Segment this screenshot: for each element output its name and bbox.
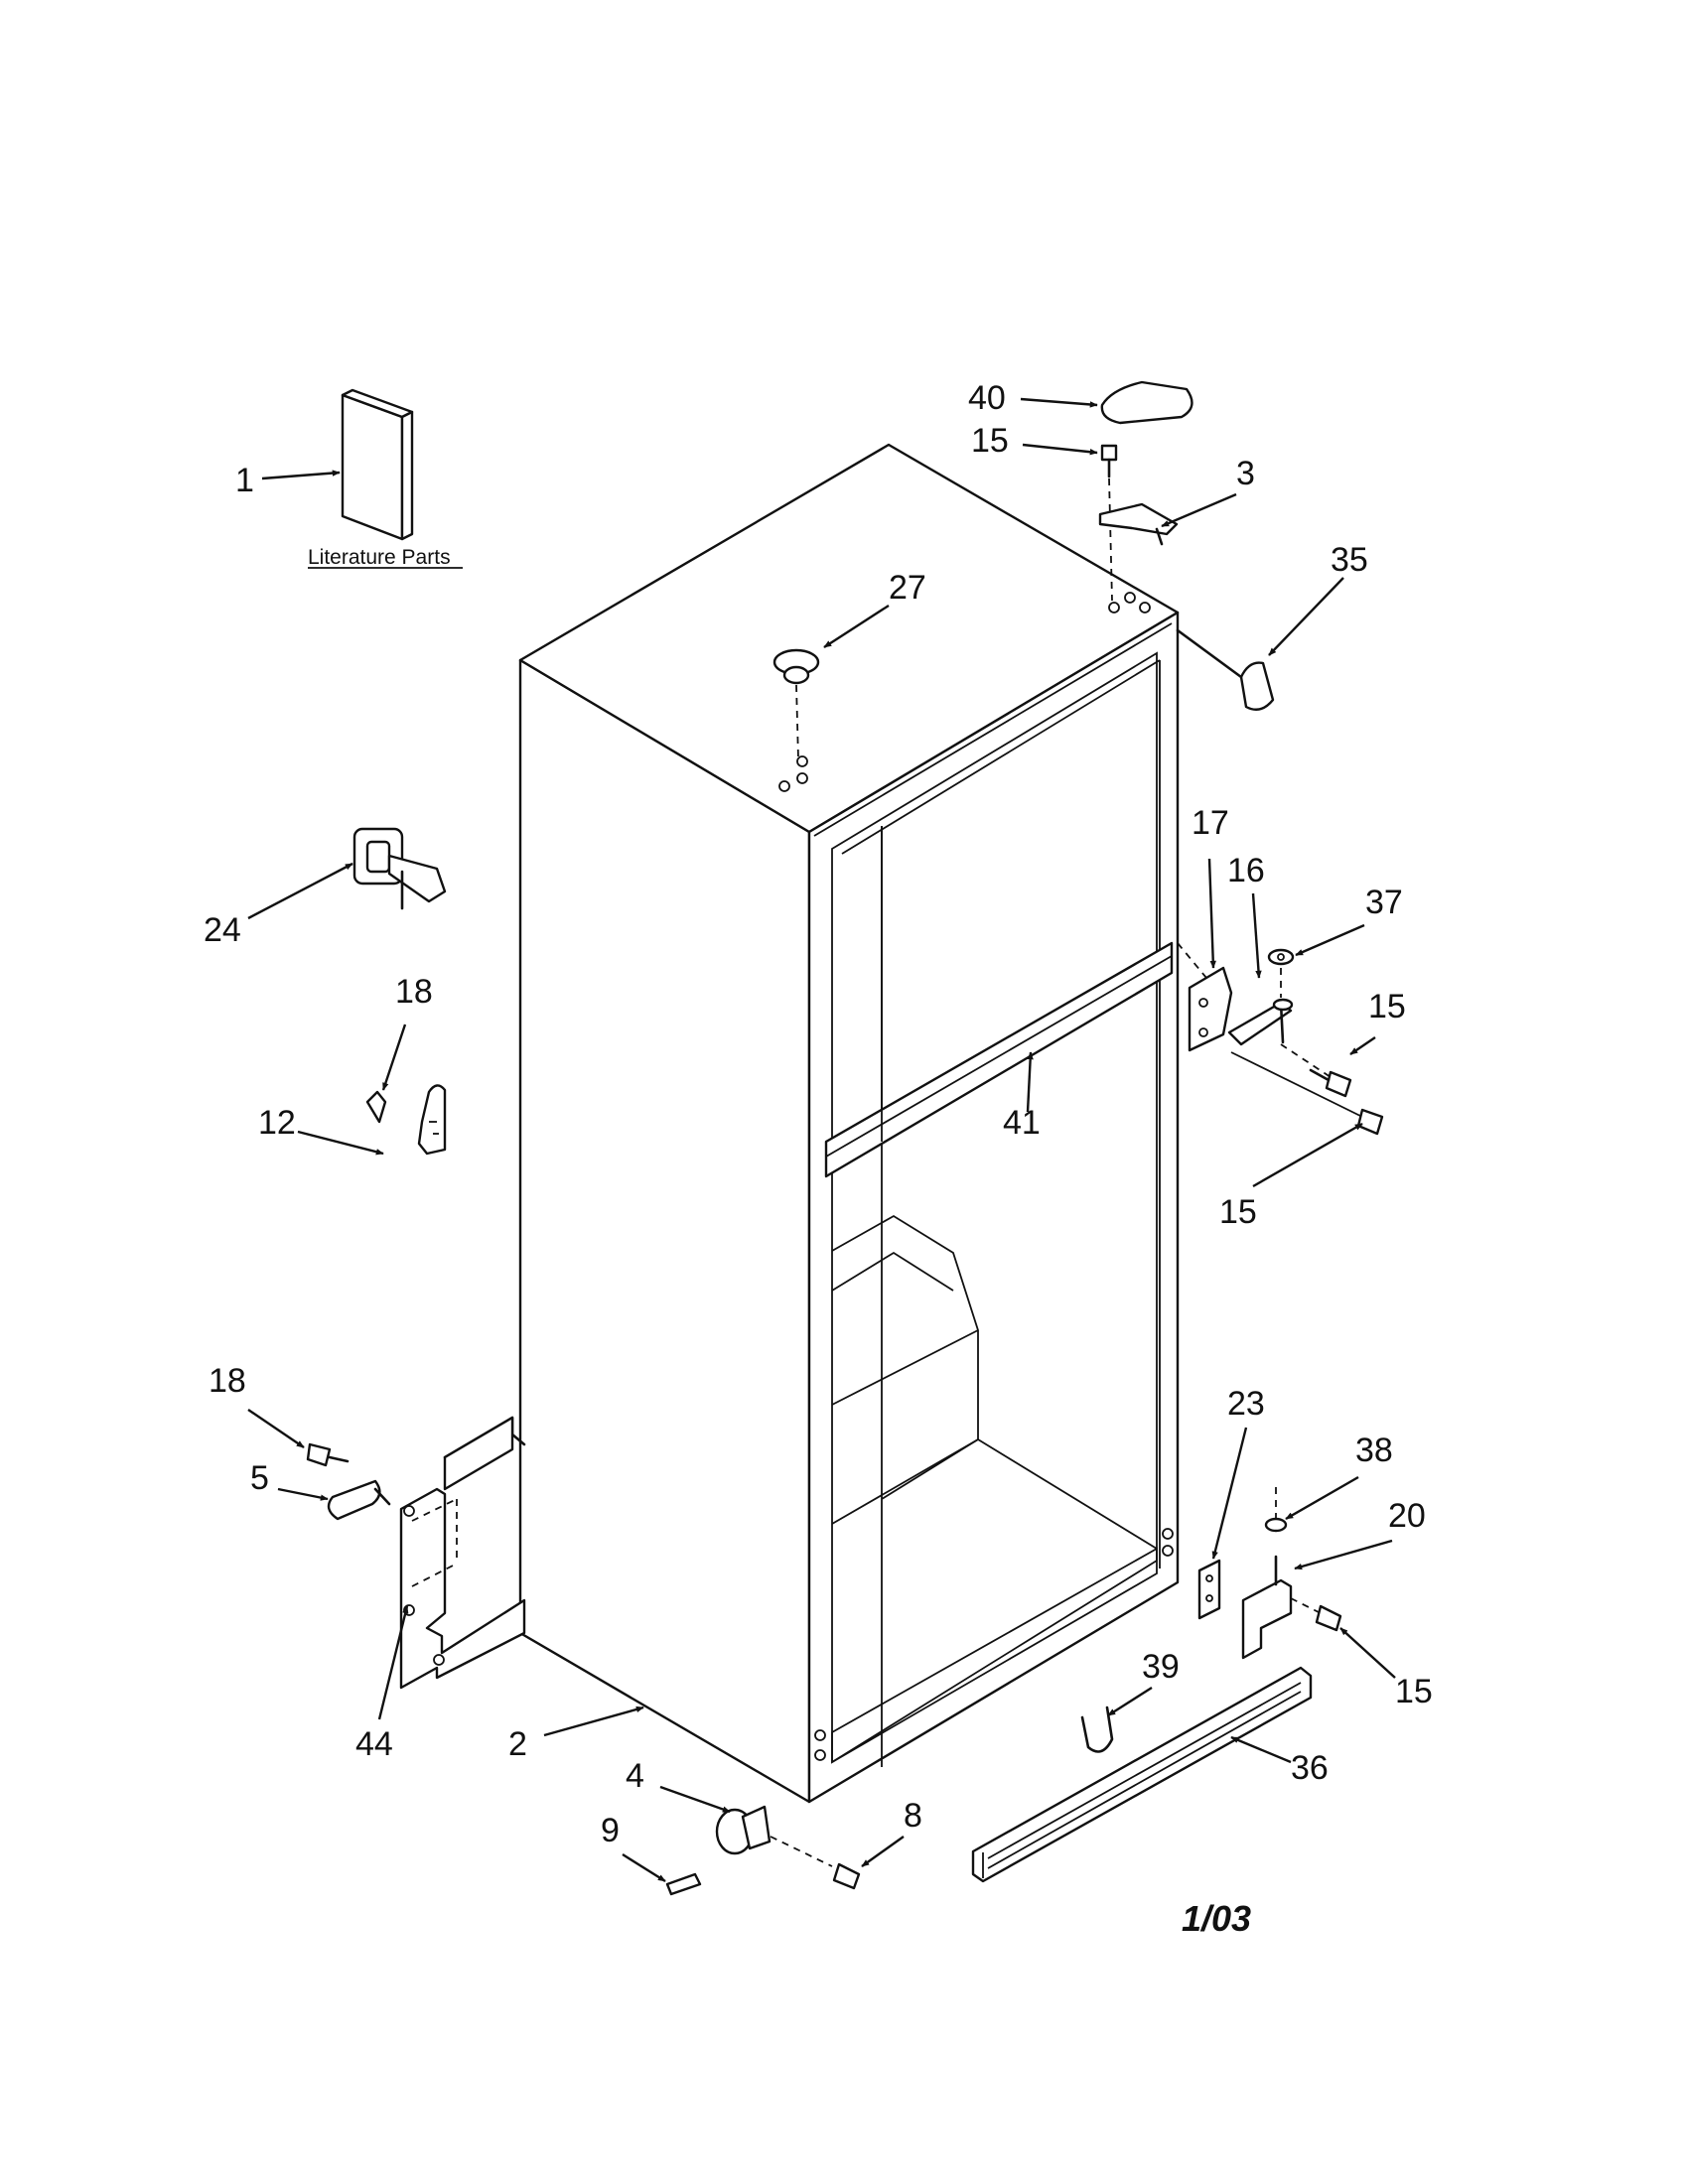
screw-center-2: [1356, 1108, 1384, 1136]
label-part-24: 24: [204, 911, 241, 949]
label-part-44: 44: [355, 1725, 393, 1763]
label-part-38: 38: [1355, 1432, 1393, 1469]
roller-axle-pin: [665, 1872, 702, 1896]
roller-screw: [832, 1862, 861, 1890]
toe-grille: [971, 1666, 1313, 1883]
leader-35: [1176, 628, 1243, 679]
center-hinge-assembly: [1188, 948, 1295, 1052]
screw-bottom-hinge: [1315, 1604, 1342, 1632]
label-part-15-bottom: 15: [1395, 1673, 1433, 1710]
label-part-5: 5: [250, 1459, 269, 1497]
center-hinge-line: [1230, 1051, 1363, 1118]
label-part-3: 3: [1236, 455, 1255, 492]
literature-caption: Literature Parts: [308, 546, 451, 569]
roller-assembly: [715, 1805, 772, 1855]
leader-arrows: [247, 397, 1396, 1883]
label-part-23: 23: [1227, 1385, 1265, 1423]
label-part-15-mid: 15: [1368, 988, 1406, 1025]
bottom-hinge-bracket: [1241, 1517, 1293, 1660]
label-part-18-top: 18: [395, 973, 433, 1011]
label-part-18-bottom: 18: [209, 1362, 246, 1400]
label-part-39: 39: [1142, 1648, 1180, 1686]
dash-line-screw: [1280, 1043, 1332, 1078]
date-code: 1/03: [1182, 1898, 1251, 1939]
label-part-41: 41: [1003, 1104, 1041, 1142]
hinge-shim: [1197, 1559, 1221, 1620]
label-part-17: 17: [1192, 804, 1229, 842]
dash-line-bottom-screw: [1290, 1597, 1322, 1614]
label-part-12: 12: [258, 1104, 296, 1142]
label-part-20: 20: [1388, 1497, 1426, 1535]
label-part-2: 2: [508, 1725, 527, 1763]
hinge-pin-cover: [1239, 661, 1275, 711]
hinge-cover-cap: [1100, 380, 1193, 425]
door-stop-bracket: [365, 1084, 447, 1156]
label-part-15-top: 15: [971, 422, 1009, 460]
door-stop-pin: [352, 827, 447, 910]
label-part-1: 1: [235, 462, 254, 499]
dash-line-roller: [770, 1836, 833, 1867]
label-part-27: 27: [889, 569, 926, 607]
top-plug: [772, 648, 820, 685]
label-part-16: 16: [1227, 852, 1265, 889]
cabinet-shell: [518, 443, 1180, 1804]
rear-access-panel: [399, 1416, 526, 1690]
top-hinge-bracket: [1098, 502, 1179, 546]
label-part-35: 35: [1331, 541, 1368, 579]
label-part-9: 9: [601, 1812, 620, 1849]
literature-booklet: [341, 388, 414, 541]
toe-grille-clip: [1080, 1706, 1114, 1753]
dash-line-center: [1177, 942, 1207, 979]
label-part-36: 36: [1291, 1749, 1329, 1787]
screw-center-1: [1309, 1068, 1352, 1098]
label-part-8: 8: [904, 1797, 922, 1835]
screw-clamp: [306, 1442, 350, 1467]
label-part-40: 40: [968, 379, 1006, 417]
label-part-15-low: 15: [1219, 1193, 1257, 1231]
cable-clamp: [327, 1479, 391, 1521]
screw-top-hinge: [1100, 444, 1118, 478]
label-part-37: 37: [1365, 884, 1403, 921]
label-part-4: 4: [626, 1757, 644, 1795]
